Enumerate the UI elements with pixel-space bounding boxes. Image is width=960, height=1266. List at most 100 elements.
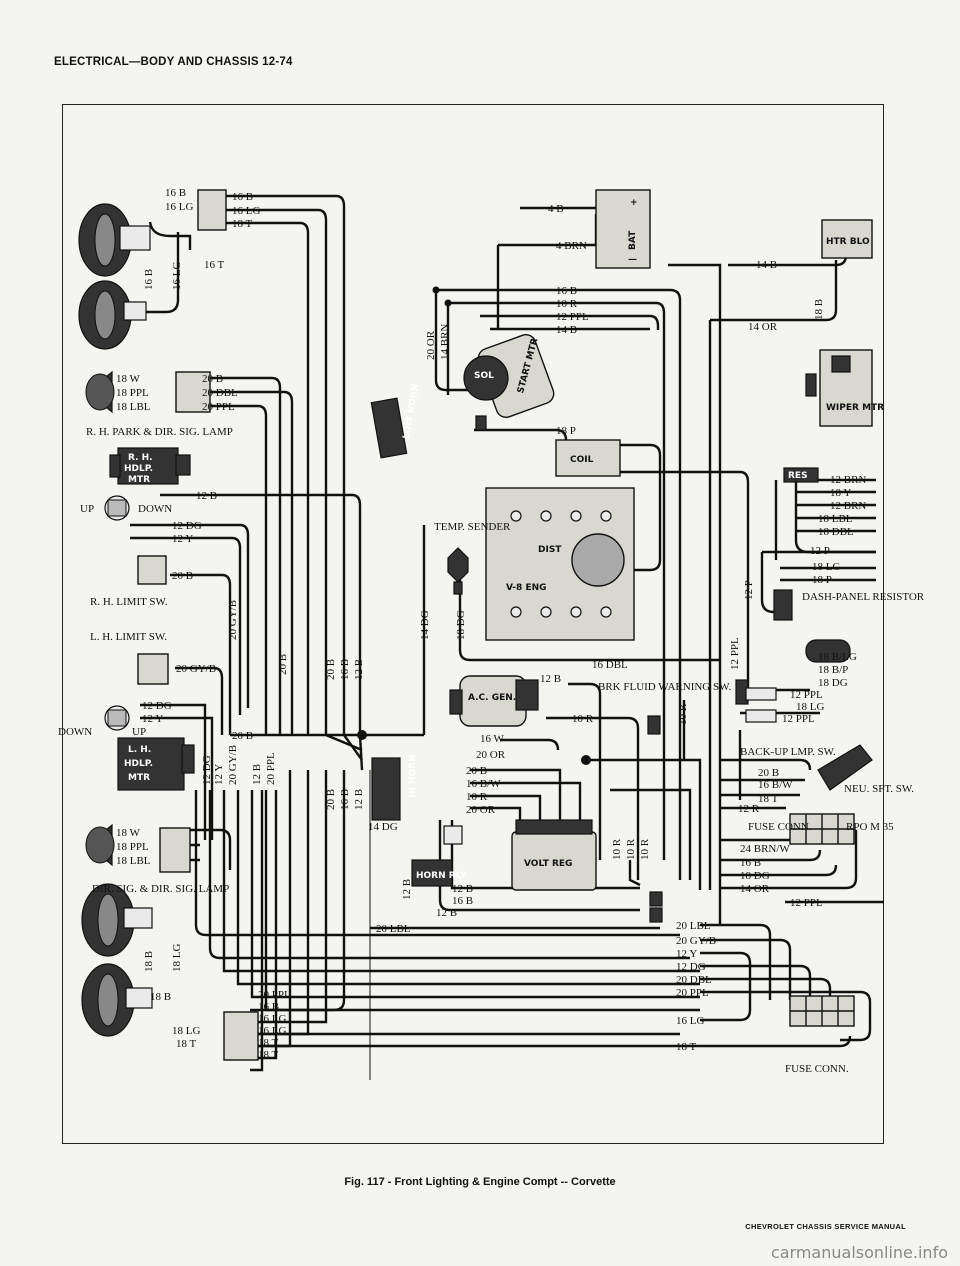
wire-label: 20 OR: [476, 749, 506, 761]
wire-label: 12 B: [251, 764, 263, 785]
wire-label: 16 LG: [258, 1025, 286, 1037]
wire-label: 16 LG: [232, 205, 260, 217]
wire-label: 12 R: [738, 803, 760, 815]
wire-label: 12 PPL: [782, 713, 815, 725]
wire-label: 20 DBL: [202, 387, 238, 399]
ac-gen-label: A.C. GEN.: [468, 693, 516, 703]
battery-icon: + —: [595, 189, 651, 269]
junction-icon: [581, 755, 591, 765]
wire-label: 12 P: [810, 545, 830, 557]
svg-text:MTR: MTR: [128, 773, 150, 783]
horn-relay-icon: [411, 859, 453, 887]
wire-label: 16 B: [143, 269, 155, 290]
wire-label: 4 B: [548, 203, 564, 215]
voltage-regulator-icon: [511, 819, 597, 891]
wire-label: 12 B: [401, 879, 413, 900]
wire-label: 16 T: [204, 259, 225, 271]
svg-text:+: +: [630, 198, 638, 208]
wire-label: 12 P: [743, 580, 755, 600]
wire-label: 12 DG: [172, 520, 202, 532]
wire-label: 20 B: [325, 659, 337, 680]
ground-terminal-icon: [649, 907, 663, 923]
wire-label: 20 PPL: [676, 987, 709, 999]
lh-lo-lamp-icon: [81, 963, 153, 1037]
low-horn-label: LOW HORN: [402, 383, 422, 440]
horn-relay-connector-icon: [443, 825, 463, 845]
wire-label: 12 Y: [142, 713, 163, 725]
wire-label: 18 LG: [796, 701, 824, 713]
wire-label: 18 T: [176, 1038, 197, 1050]
wire-label: 12 B: [196, 490, 217, 502]
wire-label: 18 P: [812, 574, 832, 586]
wire-label: 18 T: [676, 1041, 697, 1053]
rh-park-lamp-icon: [85, 370, 211, 414]
wiper-motor-icon: [805, 349, 873, 427]
dash-panel-resistor-label: DASH-PANEL RESISTOR: [802, 591, 925, 603]
fuse-connector-top-icon: [789, 813, 855, 845]
fuse-connector-bottom-icon: [789, 995, 855, 1027]
top-left-connector-icon: [197, 189, 227, 231]
wire-label: 18 LBL: [116, 401, 151, 413]
starter-motor-icon: [463, 334, 555, 431]
wire-label: 18 DBL: [818, 526, 854, 538]
wire-label: 12 Y: [213, 764, 225, 785]
wire-label: 14 DG: [368, 821, 398, 833]
lh-dir-lamp-label: DIR. SIG. & DIR. SIG. LAMP: [92, 883, 229, 895]
wire-label: 20 B: [758, 767, 779, 779]
bottom-left-connector-icon: [223, 1011, 259, 1061]
wire-label: 16 LG: [676, 1015, 704, 1027]
wire-label: 18 P: [556, 425, 576, 437]
hi-horn-label: HI HORN: [408, 754, 418, 798]
rh-park-lamp-label: R. H. PARK & DIR. SIG. LAMP: [86, 426, 233, 438]
bat-label: BAT: [628, 230, 638, 250]
ac-generator-icon: [449, 675, 539, 727]
wire-label: 12 B: [353, 789, 365, 810]
wire-label: 16 B: [740, 857, 761, 869]
wire-label: 20 B: [232, 730, 253, 742]
wire-label: 10 R: [625, 838, 637, 860]
junction-icon: [432, 286, 440, 294]
wire-label: 12 PPL: [729, 637, 741, 670]
wire-label: 16 B: [232, 191, 253, 203]
wire-label: 18 DG: [818, 677, 848, 689]
up-label-lh: UP: [132, 726, 146, 738]
wire-label: 4 BRN: [556, 240, 587, 252]
wire-label: 18 DG: [455, 610, 467, 640]
wire-label: 18 T: [258, 1049, 279, 1061]
wire-label: 20 GY/B: [676, 935, 716, 947]
wire-label: 18 T: [258, 1037, 279, 1049]
wire-label: 18 B/P: [818, 664, 848, 676]
component-labels: R. H. PARK & DIR. SIG. LAMP UP DOWN R. H…: [58, 230, 925, 1075]
backup-lamp-switch-icon: [805, 639, 851, 663]
wire-label: 12 B: [452, 883, 473, 895]
wiper-mtr-label: WIPER MTR: [826, 403, 884, 413]
wire-label: 12 B: [540, 673, 561, 685]
svg-text:HDLP.: HDLP.: [124, 464, 153, 474]
wire-label: 20 GY/B: [227, 600, 239, 640]
wire-label: 18 W: [116, 373, 141, 385]
wire-label: 18 LBL: [818, 513, 853, 525]
res-label: RES: [788, 471, 808, 481]
distributor-icon: [571, 533, 625, 587]
wire-label: 20 PPL: [265, 752, 277, 785]
svg-text:MTR: MTR: [128, 475, 150, 485]
horn-rly-label: HORN RLY: [416, 871, 467, 881]
svg-text:HDLP.: HDLP.: [124, 759, 153, 769]
brk-fluid-label: BRK FLUID WARNING SW.: [598, 681, 731, 693]
junction-icon: [357, 730, 367, 740]
ground-terminal-icon: [649, 891, 663, 907]
wire-label: 12 BRN: [830, 474, 866, 486]
page-header: ELECTRICAL—BODY AND CHASSIS 12-74: [54, 56, 293, 68]
wire-label: 10 R: [572, 713, 594, 725]
wire-label: 18 W: [116, 827, 141, 839]
wire-label: 12 Y: [172, 533, 193, 545]
wire-label: 12 B: [436, 907, 457, 919]
wire-label: 12 B: [353, 659, 365, 680]
wire-label: 14 B: [756, 259, 777, 271]
wire-label: 12 Y: [676, 948, 697, 960]
backup-switch-connector-icon: [745, 687, 777, 701]
wire-label: 20 PPL: [258, 989, 291, 1001]
wire-label: 16 LG: [165, 201, 193, 213]
lh-limit-sw-label: L. H. LIMIT SW.: [90, 631, 167, 643]
